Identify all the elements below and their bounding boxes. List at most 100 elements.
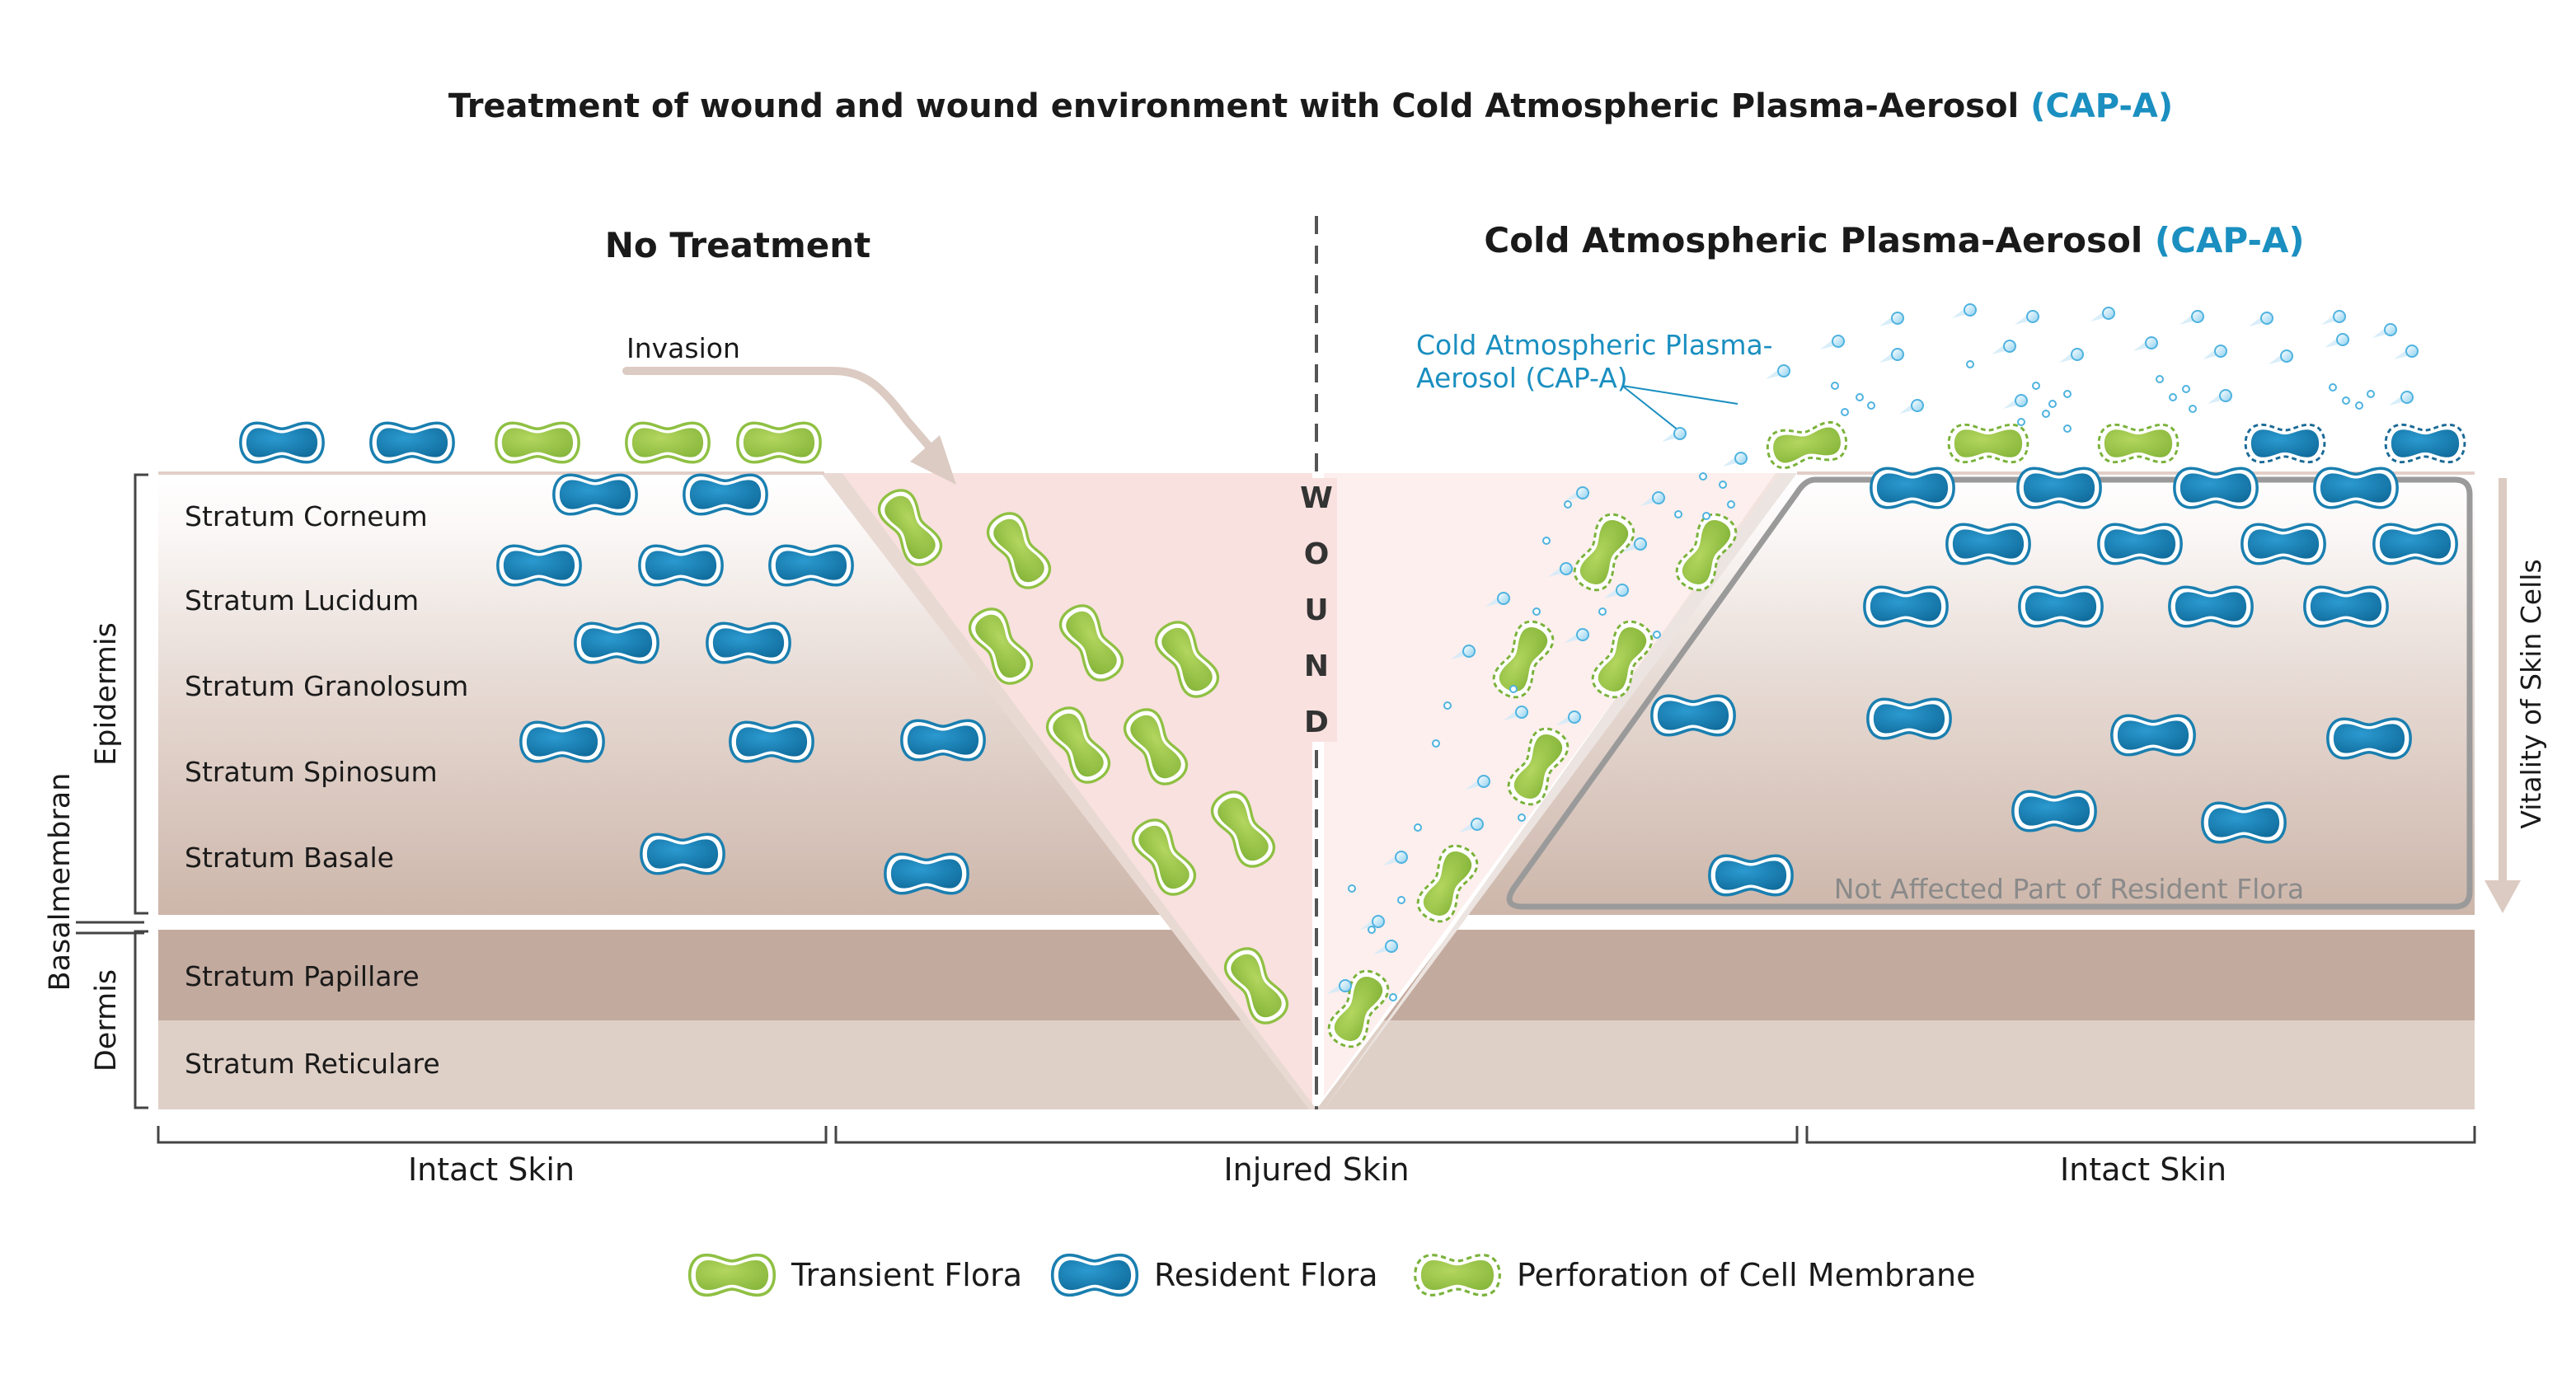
resident-bacterium — [2011, 790, 2097, 832]
aerosol-droplet — [1652, 491, 1665, 504]
wound-letter: N — [1304, 649, 1329, 683]
cap-pointer-line-1 — [1621, 385, 1738, 405]
legend-transient-icon — [687, 1253, 777, 1297]
aerosol-droplet — [1616, 584, 1629, 597]
aerosol-droplet — [2145, 336, 2158, 349]
aerosol-bubble — [2017, 418, 2025, 426]
aerosol-bubble — [1443, 701, 1452, 710]
resident-bacterium — [2097, 523, 2183, 565]
resident-bacterium — [2303, 585, 2389, 628]
aerosol-droplet — [1576, 628, 1589, 641]
aerosol-droplet — [1515, 706, 1528, 719]
aerosol-bubble — [2048, 400, 2057, 408]
transient-bacterium — [625, 421, 711, 464]
region-brackets — [157, 1126, 2476, 1144]
aerosol-droplet — [1964, 303, 1977, 317]
aerosol-droplet — [1471, 818, 1484, 831]
aerosol-bubble — [2169, 393, 2177, 401]
bacteria-left-surface — [239, 421, 822, 464]
resident-bacterium — [369, 421, 455, 464]
right-panel-heading: Cold Atmospheric Plasma-Aerosol (CAP-A) — [1484, 220, 2304, 260]
aerosol-bubble — [1831, 382, 1839, 390]
region-label-left: Intact Skin — [408, 1151, 575, 1188]
invasion-arrow — [622, 367, 936, 453]
layer-label-granolosum: Stratum Granolosum — [185, 670, 468, 702]
aerosol-droplet — [1385, 940, 1398, 953]
aerosol-droplet — [1560, 562, 1573, 575]
aerosol-bubble — [2329, 383, 2337, 392]
aerosol-bubble — [1867, 401, 1875, 410]
resident-bacterium — [706, 621, 791, 664]
aerosol-droplet — [1891, 312, 1904, 325]
aerosol-bubble — [2367, 390, 2375, 398]
aerosol-bubble — [1856, 393, 1864, 401]
wound-letter: D — [1304, 706, 1329, 739]
aerosol-bubble — [2156, 375, 2164, 383]
transient-bacterium — [736, 421, 822, 464]
wound-letter: U — [1304, 593, 1328, 627]
resident-bacterium — [683, 473, 768, 516]
cap-label-line2: Aerosol (CAP-A) — [1416, 362, 1628, 394]
aerosol-droplet — [2214, 345, 2227, 358]
title-accent: (CAP-A) — [2030, 87, 2173, 125]
legend: Transient Flora Resident Flora Perforati… — [687, 1253, 1975, 1297]
aerosol-droplet — [1734, 452, 1748, 465]
aerosol-bubble — [1674, 510, 1682, 518]
resident-bacterium — [2372, 523, 2458, 565]
left-brackets — [76, 473, 148, 1109]
injured-bracket — [834, 1126, 1799, 1144]
aerosol-droplet — [1568, 710, 1581, 724]
resident-bacterium — [884, 852, 969, 895]
resident-bacterium — [574, 621, 659, 664]
resident-bacterium — [768, 544, 854, 587]
legend-resident-label: Resident Flora — [1154, 1257, 1378, 1293]
aerosol-droplet — [2400, 391, 2414, 404]
invasion-arrowhead — [910, 435, 956, 485]
aerosol-bubble — [1368, 926, 1376, 934]
aerosol-droplet — [1339, 979, 1352, 992]
right-heading-main: Cold Atmospheric Plasma-Aerosol — [1484, 220, 2142, 260]
wound-edge-right — [1324, 473, 1797, 1109]
aerosol-droplet — [2026, 310, 2039, 323]
invasion-label: Invasion — [626, 332, 740, 364]
aerosol-droplet — [2219, 389, 2232, 402]
aerosol-bubble — [1699, 472, 1707, 481]
right-intact-bracket — [1805, 1126, 2476, 1144]
basalmembran-label: Basalmembran — [44, 773, 77, 992]
aerosol-bubble — [1542, 537, 1551, 545]
resident-bacterium — [2016, 467, 2102, 509]
aerosol-bubble — [1598, 607, 1607, 616]
resident-bacterium — [2168, 585, 2254, 628]
layer-label-basale: Stratum Basale — [185, 842, 394, 874]
bacteria-right-surface — [1763, 418, 2466, 472]
aerosol-bubble — [1397, 896, 1405, 904]
vitality-arrowhead — [2485, 880, 2521, 913]
layer-label-reticulare: Stratum Reticulare — [185, 1048, 440, 1080]
aerosol-droplet — [1673, 427, 1687, 440]
resident-bacterium — [1870, 467, 1955, 509]
perforated-bacterium — [2097, 423, 2180, 464]
cap-pointer-line-2 — [1621, 385, 1679, 431]
aerosol-bubble — [2355, 401, 2363, 410]
layer-label-corneum: Stratum Corneum — [185, 500, 428, 532]
resident-bacterium — [2326, 717, 2412, 760]
resident-bacterium — [1945, 523, 2031, 565]
region-label-middle: Injured Skin — [1223, 1151, 1409, 1188]
aerosol-droplet — [1576, 486, 1589, 499]
aerosol-bubble — [2063, 390, 2072, 398]
aerosol-droplet — [1477, 775, 1490, 788]
aerosol-droplet — [1891, 348, 1904, 361]
aerosol-droplet — [2384, 323, 2397, 336]
aerosol-droplet — [1462, 645, 1476, 658]
resident-bacterium — [638, 544, 724, 587]
aerosol-droplet — [1372, 915, 1385, 928]
resident-bacterium — [729, 720, 814, 763]
aerosol-droplet — [2336, 333, 2349, 346]
wound-letter: O — [1304, 537, 1330, 571]
not-affected-label: Not Affected Part of Resident Flora — [1834, 873, 2305, 905]
left-intact-bracket — [157, 1126, 828, 1144]
aerosol-bubble — [1414, 823, 1422, 832]
wound-letter: W — [1300, 481, 1333, 515]
resident-bacterium — [900, 719, 986, 762]
